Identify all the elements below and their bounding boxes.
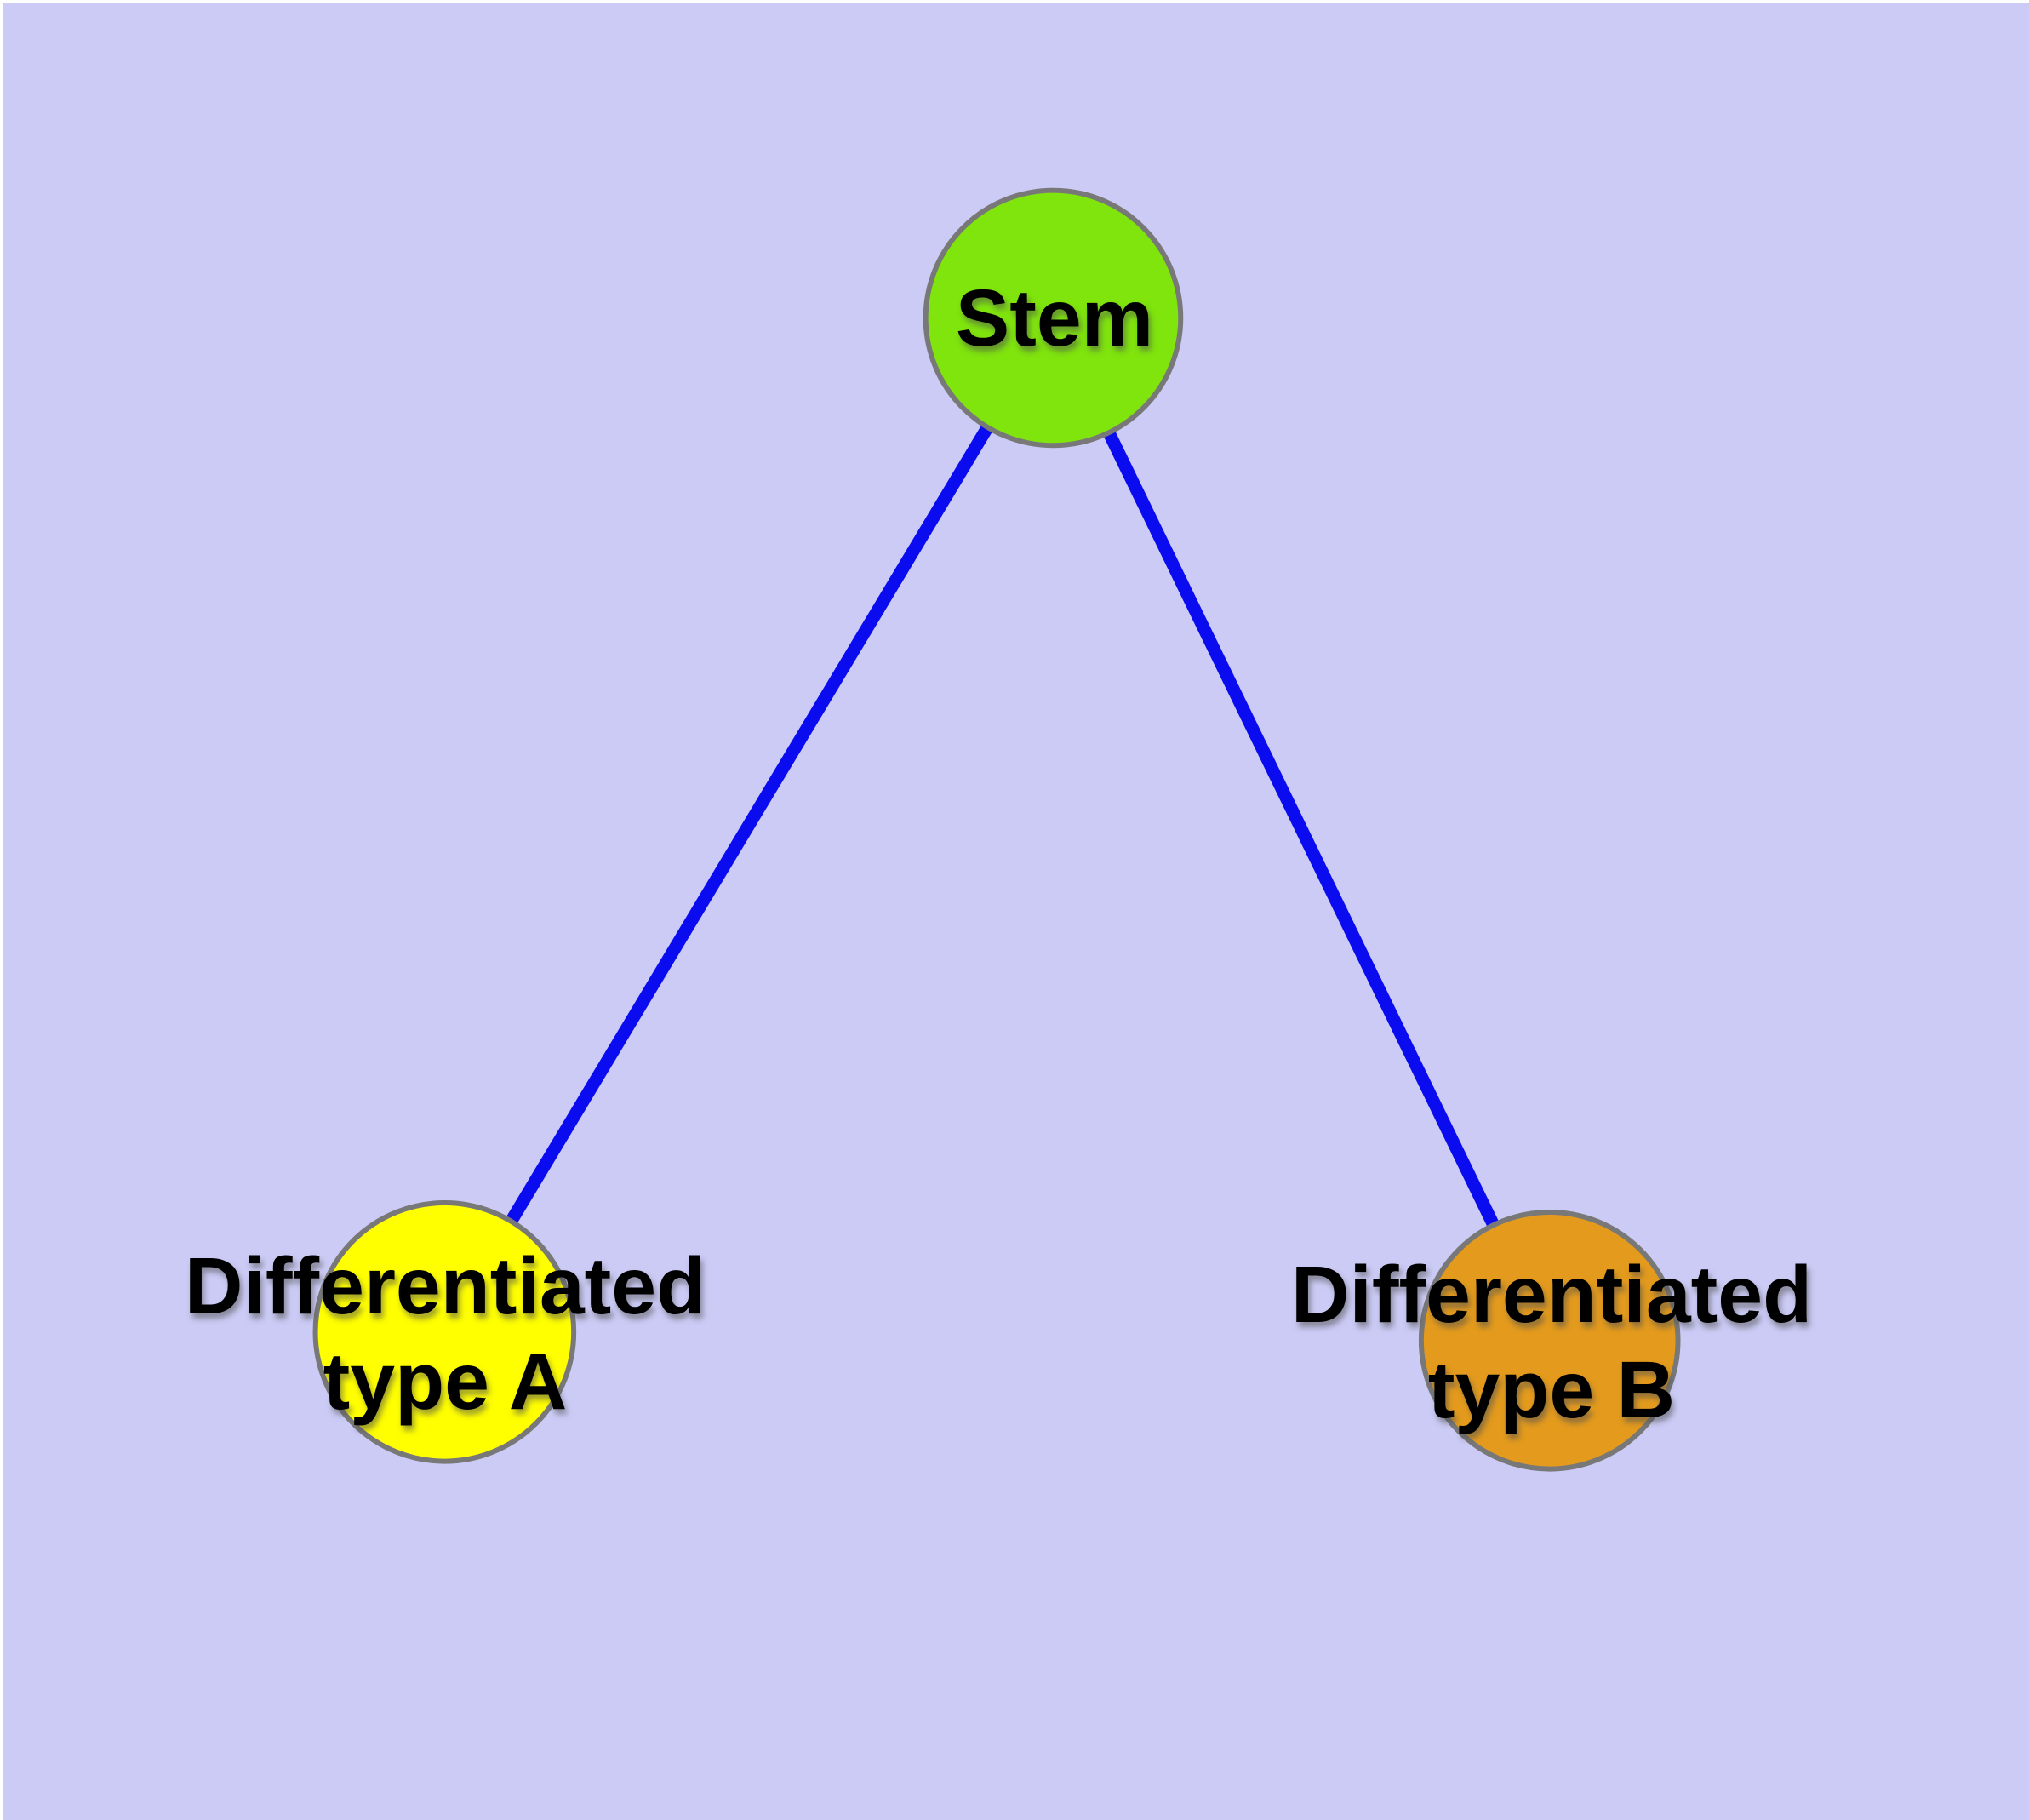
node-diff-b-circle[interactable] — [1418, 1210, 1681, 1472]
graph-svg — [312, 187, 1681, 1472]
node-stem-circle[interactable] — [923, 187, 1184, 449]
edges-layer — [438, 314, 1556, 1344]
nodes-layer — [312, 187, 1681, 1472]
edge-stem-to-diff-b — [1047, 315, 1556, 1344]
node-diff-a-circle[interactable] — [312, 1200, 577, 1464]
edge-stem-to-diff-a — [438, 314, 1059, 1336]
